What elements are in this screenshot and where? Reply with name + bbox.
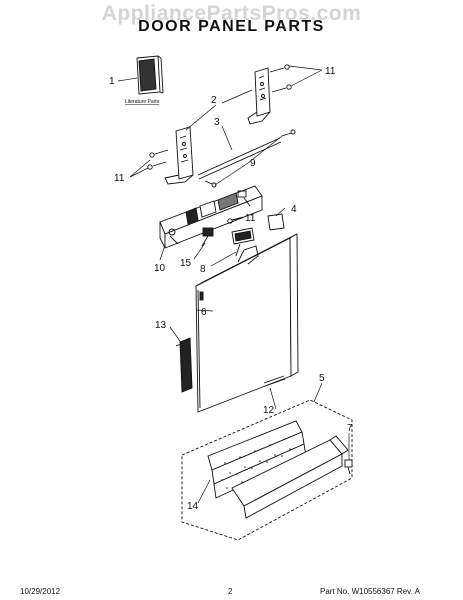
- toe-panel-trim: [231, 435, 349, 519]
- screw-top-right-a: [269, 64, 290, 73]
- callout-5: 5: [319, 373, 325, 384]
- door-handle: [231, 227, 255, 257]
- callout-6: 6: [201, 307, 207, 318]
- latch-assembly: [159, 185, 263, 249]
- callout-3: 3: [214, 117, 220, 128]
- callout-1: 1: [109, 76, 115, 87]
- door-insulation: [175, 337, 193, 393]
- footer-part-number: Part No. W10556367 Rev. A: [320, 587, 420, 596]
- screw-left-a: [149, 149, 169, 158]
- callout-12: 12: [263, 405, 275, 416]
- literature-label: Literature Parts: [125, 99, 160, 105]
- callout-11-left: 11: [114, 173, 125, 184]
- hinge-bracket-right: [247, 67, 271, 125]
- door-vent: [263, 375, 286, 387]
- callout-13: 13: [155, 320, 167, 331]
- door-switch: [201, 227, 214, 247]
- callout-11-top: 11: [325, 66, 336, 77]
- watermark: AppliancePartsPros.com: [101, 2, 362, 25]
- callout-8: 8: [200, 264, 206, 275]
- toe-panel-kit-outline: [181, 399, 353, 541]
- footer-date: 10/29/2012: [20, 587, 61, 596]
- footer-page-number: 2: [228, 587, 233, 596]
- screw-rod-right: [281, 129, 296, 137]
- panel-clip: [344, 459, 353, 475]
- screw-rod-left: [204, 180, 217, 188]
- callout-9: 9: [250, 158, 256, 169]
- leader-lines: [117, 65, 350, 504]
- door-rod: [197, 137, 282, 180]
- callout-7: 7: [347, 423, 353, 434]
- screw-top-right-b: [271, 84, 292, 93]
- screw-left-b: [147, 161, 167, 170]
- outer-door-panel: [195, 233, 299, 413]
- lower-front-panel: [207, 420, 307, 499]
- callout-11-latch: 11: [245, 213, 256, 224]
- callout-4: 4: [291, 204, 297, 215]
- hinge-bracket-left: [164, 126, 194, 185]
- callout-14: 14: [187, 501, 199, 512]
- callout-2: 2: [211, 95, 217, 106]
- callout-15: 15: [180, 258, 192, 269]
- page-title: DOOR PANEL PARTS: [138, 18, 325, 35]
- door-label: [267, 213, 285, 231]
- literature-booklet: [136, 55, 164, 95]
- callout-10: 10: [154, 263, 166, 274]
